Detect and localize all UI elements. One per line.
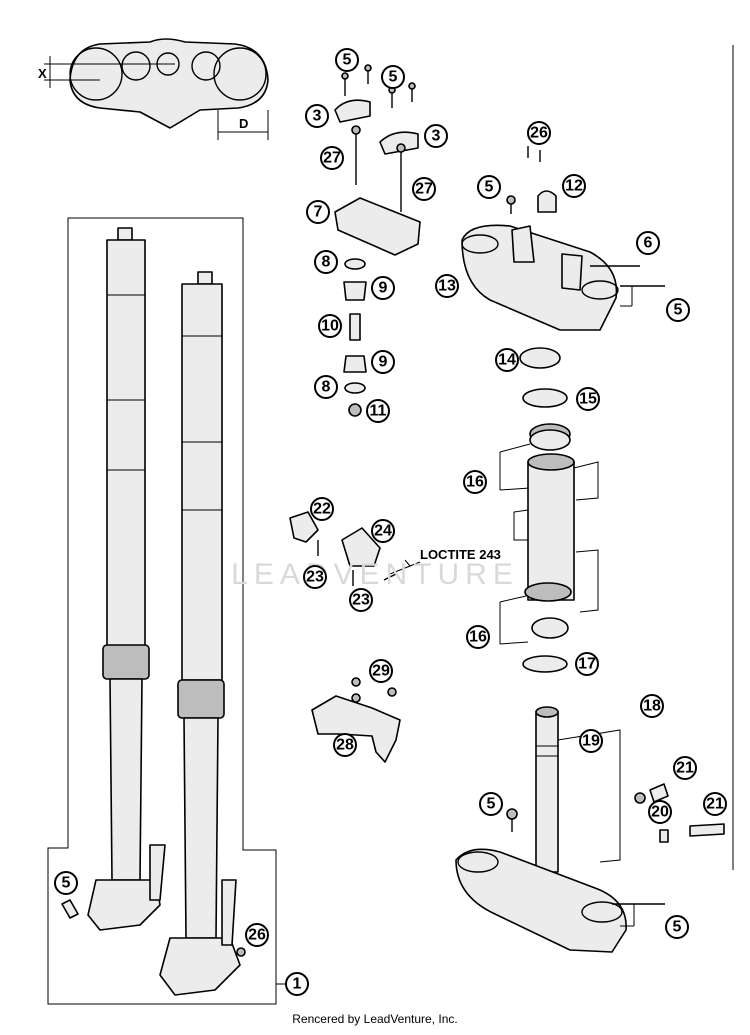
svg-text:24: 24 [374, 523, 392, 540]
lower-triple-clamp [455, 706, 725, 953]
svg-text:8: 8 [322, 379, 331, 396]
svg-text:16: 16 [469, 629, 487, 646]
fork-leg-right [159, 271, 241, 996]
bracket-28 [311, 677, 401, 763]
callout-7: 7 [306, 200, 330, 224]
callout-5: 5 [477, 175, 501, 199]
cable-guides [289, 511, 421, 586]
callout-5: 5 [335, 48, 359, 72]
svg-text:10: 10 [321, 318, 339, 335]
svg-text:7: 7 [314, 204, 323, 221]
svg-text:5: 5 [343, 52, 352, 69]
callout-9: 9 [371, 276, 395, 300]
callout-17: 17 [575, 652, 599, 676]
svg-text:20: 20 [651, 804, 669, 821]
callout-13: 13 [435, 274, 459, 298]
svg-text:12: 12 [565, 178, 583, 195]
callout-16: 16 [463, 470, 487, 494]
svg-text:28: 28 [336, 737, 354, 754]
handlebar-clamp-parts [334, 64, 421, 417]
svg-text:5: 5 [485, 179, 494, 196]
callout-18: 18 [640, 694, 664, 718]
callout-15: 15 [576, 387, 600, 411]
callout-5: 5 [665, 915, 689, 939]
svg-text:16: 16 [466, 474, 484, 491]
callout-23: 23 [349, 588, 373, 612]
svg-text:27: 27 [323, 150, 341, 167]
callout-29: 29 [369, 659, 393, 683]
callout-3: 3 [424, 124, 448, 148]
svg-text:29: 29 [372, 663, 390, 680]
callout-8: 8 [314, 250, 338, 274]
svg-text:17: 17 [578, 656, 596, 673]
callout-26: 26 [245, 923, 269, 947]
svg-text:21: 21 [706, 796, 724, 813]
triple-clamp-top-view: X D [38, 38, 269, 140]
callout-22: 22 [310, 497, 334, 521]
callout-8: 8 [314, 375, 338, 399]
svg-text:19: 19 [582, 733, 600, 750]
callout-1: 1 [285, 972, 309, 996]
dimension-d-label: D [239, 116, 248, 131]
steering-bearings [499, 347, 599, 673]
svg-text:11: 11 [370, 403, 387, 420]
svg-text:14: 14 [498, 352, 516, 369]
loctite-note: LOCTITE 243 [420, 547, 501, 562]
svg-text:18: 18 [643, 698, 661, 715]
callout-10: 10 [318, 314, 342, 338]
svg-text:5: 5 [673, 919, 682, 936]
svg-text:5: 5 [389, 69, 398, 86]
callout-19: 19 [579, 729, 603, 753]
svg-text:27: 27 [415, 181, 433, 198]
svg-text:5: 5 [674, 302, 683, 319]
callout-26: 26 [527, 121, 551, 145]
svg-text:9: 9 [379, 354, 388, 371]
callout-6: 6 [636, 231, 660, 255]
svg-text:9: 9 [379, 280, 388, 297]
svg-text:26: 26 [248, 927, 266, 944]
callout-14: 14 [495, 348, 519, 372]
callout-12: 12 [562, 174, 586, 198]
callout-27: 27 [320, 146, 344, 170]
callout-3: 3 [305, 104, 329, 128]
svg-text:6: 6 [644, 235, 653, 252]
fork-leg-left [87, 227, 166, 931]
callout-9: 9 [371, 350, 395, 374]
svg-text:22: 22 [313, 501, 331, 518]
callout-21: 21 [703, 792, 727, 816]
callout-20: 20 [648, 800, 672, 824]
svg-text:1: 1 [293, 976, 302, 993]
callout-11: 11 [366, 399, 390, 423]
svg-text:15: 15 [579, 391, 597, 408]
callout-27: 27 [412, 177, 436, 201]
callout-16: 16 [466, 625, 490, 649]
dimension-x-label: X [38, 66, 47, 81]
footer-credit: Rencered by LeadVenture, Inc. [292, 1012, 458, 1026]
upper-triple-clamp [461, 146, 665, 331]
svg-text:5: 5 [487, 796, 496, 813]
watermark: LEADVENTURE [231, 558, 519, 591]
svg-text:23: 23 [352, 592, 370, 609]
fork-bottom-small-parts [61, 899, 246, 957]
svg-text:3: 3 [432, 128, 441, 145]
callout-23: 23 [303, 565, 327, 589]
callout-5: 5 [381, 65, 405, 89]
svg-text:23: 23 [306, 569, 324, 586]
fork-assembly-frame [47, 217, 277, 1005]
svg-text:3: 3 [313, 108, 322, 125]
svg-text:21: 21 [676, 760, 694, 777]
svg-text:26: 26 [530, 125, 548, 142]
callout-24: 24 [371, 519, 395, 543]
callout-5: 5 [479, 792, 503, 816]
callout-5: 5 [666, 298, 690, 322]
callout-5: 5 [54, 871, 78, 895]
svg-text:5: 5 [62, 875, 71, 892]
callout-21: 21 [673, 756, 697, 780]
callout-28: 28 [333, 733, 357, 757]
svg-text:13: 13 [438, 278, 456, 295]
svg-text:8: 8 [322, 254, 331, 271]
